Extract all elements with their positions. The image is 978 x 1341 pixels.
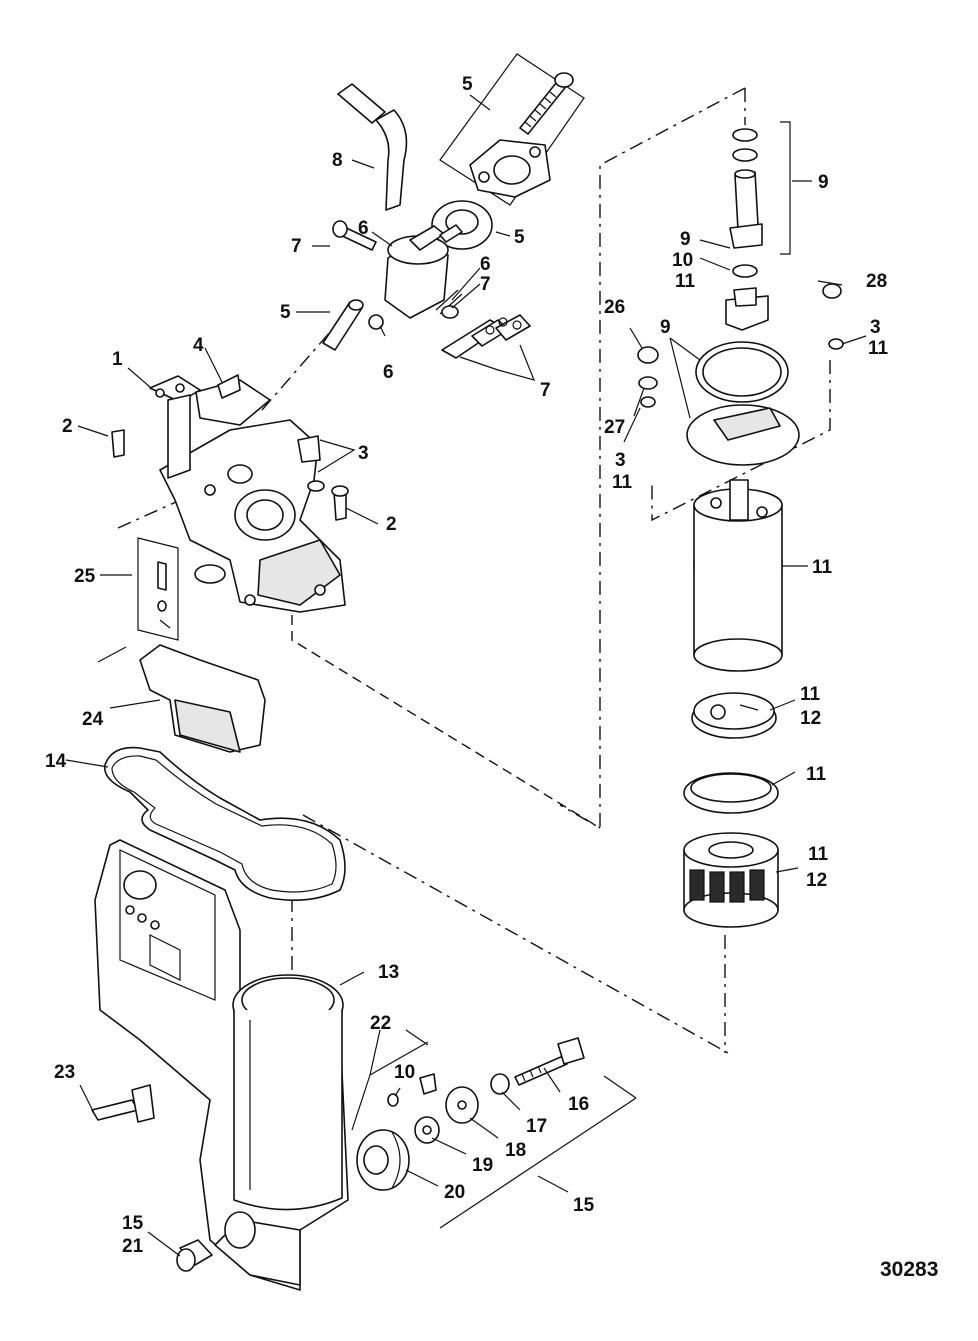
callout-25: 25	[74, 566, 96, 587]
callout-6: 6	[358, 218, 369, 239]
part-6-solenoid	[332, 220, 463, 330]
callout-22: 22	[370, 1013, 391, 1034]
callout-5: 5	[280, 302, 291, 323]
callout-7: 7	[480, 274, 491, 295]
callout-3: 3	[615, 450, 626, 471]
callout-9: 9	[680, 229, 691, 250]
callout-5: 5	[462, 74, 473, 95]
callout-10: 10	[672, 250, 693, 271]
leader-lines	[65, 94, 867, 1257]
callout-28: 28	[866, 271, 887, 292]
callout-13: 13	[378, 962, 399, 983]
part-8-hose	[337, 83, 408, 211]
callout-12: 12	[800, 708, 821, 729]
callout-11: 11	[612, 472, 633, 493]
part-9-12-pump-group	[637, 121, 844, 928]
callout-27: 27	[604, 417, 625, 438]
callout-20: 20	[444, 1182, 465, 1203]
callout-11: 11	[812, 557, 833, 578]
callout-4: 4	[193, 335, 204, 356]
part-14-gasket	[103, 746, 346, 902]
part-24-cover	[97, 644, 266, 753]
callout-11: 11	[808, 844, 829, 865]
callout-15: 15	[122, 1213, 144, 1234]
callout-16: 16	[568, 1094, 589, 1115]
callout-9: 9	[818, 172, 829, 193]
callout-3: 3	[870, 317, 881, 338]
callout-10: 10	[394, 1062, 415, 1083]
callout-19: 19	[472, 1155, 493, 1176]
callout-7: 7	[540, 380, 551, 401]
callout-14: 14	[45, 751, 67, 772]
callout-5: 5	[514, 227, 525, 248]
callout-17: 17	[526, 1116, 547, 1137]
part-25-kit	[137, 537, 179, 641]
part-1-upper-housing	[111, 374, 349, 613]
part-15-group	[351, 1037, 637, 1229]
callout-11: 11	[868, 338, 889, 359]
callout-18: 18	[505, 1140, 526, 1161]
callout-11: 11	[675, 271, 696, 292]
callout-6: 6	[480, 254, 491, 275]
callout-11: 11	[806, 764, 827, 785]
callout-8: 8	[332, 150, 343, 171]
callout-12: 12	[806, 870, 827, 891]
callout-23: 23	[54, 1062, 75, 1083]
callout-1: 1	[112, 349, 123, 370]
callout-3: 3	[358, 443, 369, 464]
callout-11: 11	[800, 684, 821, 705]
callout-15: 15	[573, 1195, 595, 1216]
callout-6: 6	[383, 362, 394, 383]
callout-9: 9	[660, 317, 671, 338]
callout-24: 24	[82, 709, 104, 730]
callout-21: 21	[122, 1236, 144, 1257]
callout-2: 2	[386, 514, 397, 535]
callout-2: 2	[62, 416, 73, 437]
callout-26: 26	[604, 297, 625, 318]
part-7-connectors	[441, 314, 531, 359]
callout-7: 7	[291, 236, 302, 257]
callout-labels: 5 8 5 6 7 6 7 5 6 7 1 4 2 3 2 25 24 14 9…	[45, 74, 889, 1257]
part-13-lower-housing	[91, 839, 349, 1291]
drawing-number: 30283	[880, 1258, 938, 1281]
